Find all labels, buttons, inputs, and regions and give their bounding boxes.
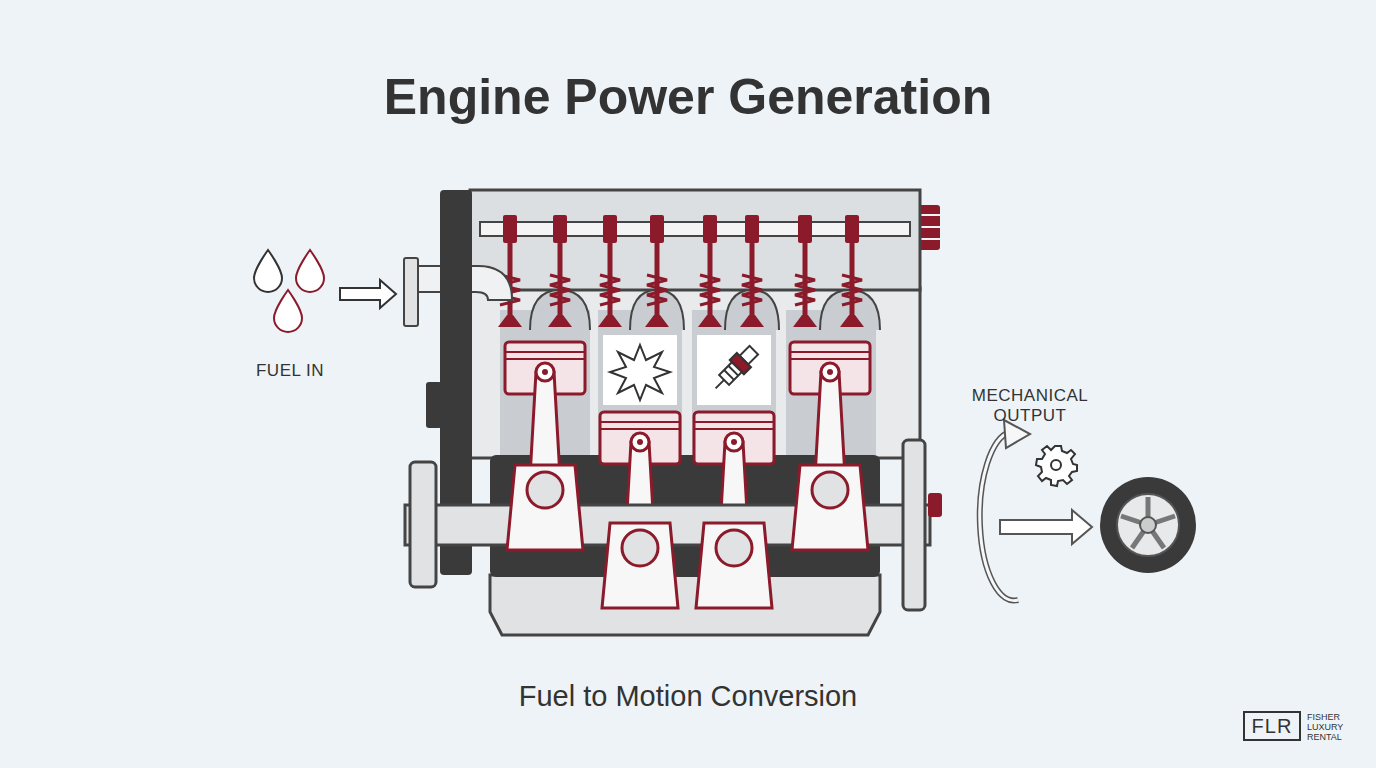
- part-label: FUEL IN: [240, 361, 340, 381]
- logo-box: FLRFISHER LUXURY RENTAL: [1243, 711, 1301, 741]
- logo-name: FISHER LUXURY RENTAL: [1307, 712, 1355, 742]
- part-label: MECHANICAL OUTPUT: [955, 386, 1105, 426]
- logo-mark: FLR: [1245, 713, 1299, 739]
- diagram-title: Engine Power Generation: [188, 68, 1188, 126]
- diagram-caption: Fuel to Motion Conversion: [288, 680, 1088, 713]
